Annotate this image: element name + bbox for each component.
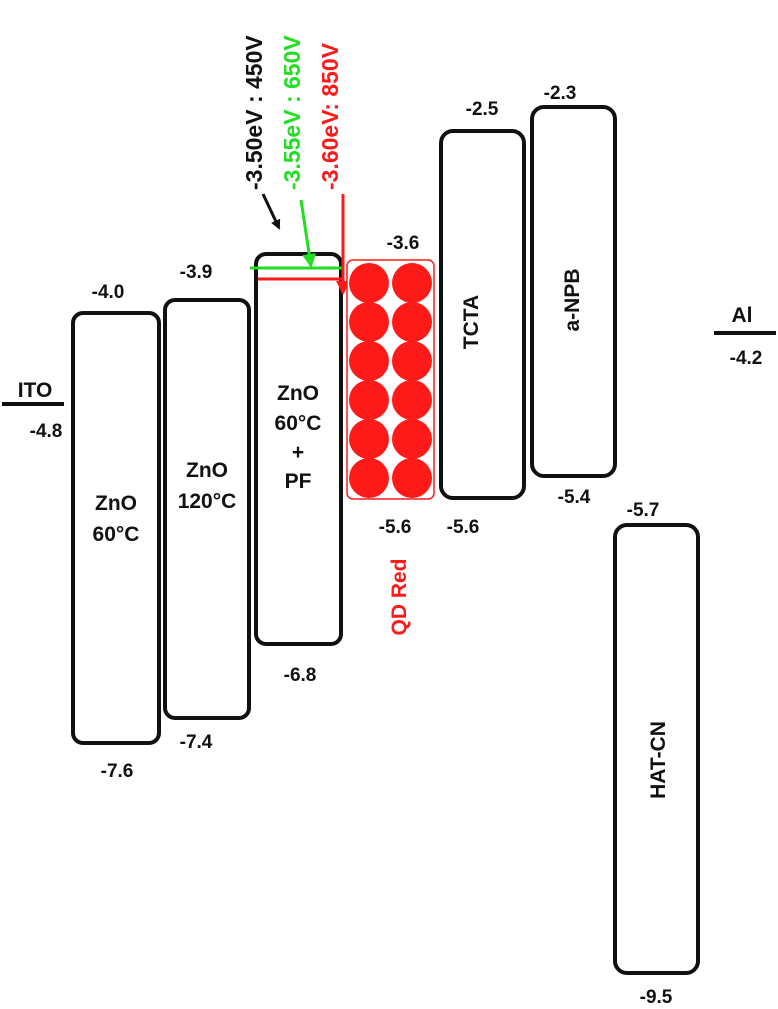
annotation-label-black: -3.50eV : 450V <box>241 35 267 190</box>
zno-120c-bottom-value: -7.4 <box>180 732 213 753</box>
qd-red-dots <box>349 263 432 498</box>
tcta-label: TCTA <box>460 295 483 349</box>
tcta-bottom-value: -5.6 <box>447 517 480 538</box>
zno-60c-pf-label-line2: 60°C <box>275 412 322 435</box>
hatcn-top-value: -5.7 <box>627 500 660 521</box>
annotation-label-red: -3.60eV: 850V <box>317 42 343 190</box>
tcta-box <box>439 129 526 500</box>
green-annotation-arrow <box>299 199 317 268</box>
ito-level-value: -4.8 <box>30 421 63 442</box>
zno-60c-label-line1: ZnO <box>95 492 137 515</box>
al-level-value: -4.2 <box>730 348 763 369</box>
zno-120c-label-line1: ZnO <box>186 459 228 482</box>
zno-60c-label-line2: 60°C <box>93 523 140 546</box>
zno-60c-box <box>71 311 161 745</box>
hatcn-label: HAT-CN <box>647 721 670 799</box>
tcta-top-value: -2.5 <box>466 99 499 120</box>
zno-120c-label-line2: 120°C <box>178 490 237 513</box>
zno-60c-top-value: -4.0 <box>92 282 125 303</box>
ito-label: ITO <box>18 379 53 402</box>
zno-120c-box <box>163 298 251 720</box>
anpb-box <box>530 105 617 478</box>
zno-60c-bottom-value: -7.6 <box>101 761 134 782</box>
qd-red-label: QD Red <box>388 558 411 635</box>
hatcn-bottom-value: -9.5 <box>640 987 673 1008</box>
zno-60c-pf-label-line3: + <box>292 441 304 464</box>
anpb-label: a-NPB <box>561 268 584 331</box>
annotation-label-green: -3.55eV : 650V <box>279 35 305 190</box>
zno-60c-pf-label-line1: ZnO <box>277 382 319 405</box>
zno-60c-pf-box <box>254 252 343 646</box>
anpb-bottom-value: -5.4 <box>558 487 591 508</box>
black-annotation-arrow <box>261 193 281 230</box>
al-label: Al <box>732 304 753 327</box>
hatcn-box <box>613 523 700 975</box>
qd-red-bottom-value: -5.6 <box>379 517 412 538</box>
zno-60c-pf-label-line4: PF <box>285 470 312 493</box>
qd-red-top-value: -3.6 <box>387 233 420 254</box>
zno-60c-pf-bottom-value: -6.8 <box>284 665 317 686</box>
zno-120c-top-value: -3.9 <box>180 262 213 283</box>
anpb-top-value: -2.3 <box>544 83 577 104</box>
